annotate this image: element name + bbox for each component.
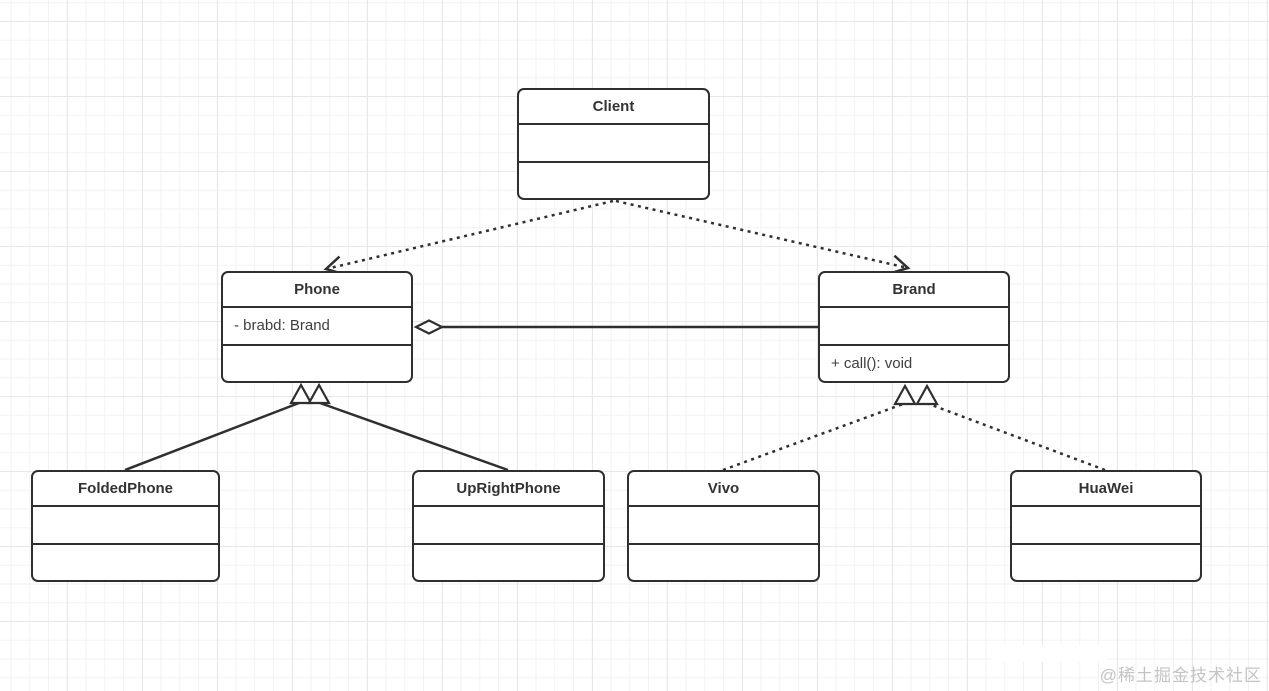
edge-vivo-brand-realization bbox=[722, 402, 904, 472]
class-brand-methods: + call(): void bbox=[820, 343, 1008, 382]
class-huawei-attributes bbox=[1012, 505, 1200, 543]
class-huawei-methods bbox=[1012, 542, 1200, 581]
class-phone: Phone - brabd: Brand bbox=[221, 271, 413, 383]
class-uprightphone-methods bbox=[414, 542, 603, 581]
class-client-attributes bbox=[519, 123, 708, 161]
class-client-methods bbox=[519, 160, 708, 199]
generalization-triangle-foldedphone bbox=[289, 382, 313, 405]
class-phone-name: Phone bbox=[294, 281, 340, 298]
class-brand: Brand + call(): void bbox=[818, 271, 1010, 383]
class-uprightphone-name: UpRightPhone bbox=[456, 480, 561, 497]
class-foldedphone-attributes bbox=[33, 505, 218, 543]
class-foldedphone-methods bbox=[33, 542, 218, 581]
realization-triangle-huawei bbox=[915, 383, 939, 406]
class-client-name: Client bbox=[592, 98, 635, 115]
class-client: Client bbox=[517, 88, 710, 200]
class-foldedphone: FoldedPhone bbox=[31, 470, 220, 582]
class-uprightphone-attributes bbox=[414, 505, 603, 543]
edge-uprightphone-phone-generalization bbox=[319, 401, 509, 472]
class-huawei: HuaWei bbox=[1010, 470, 1202, 582]
edge-huawei-brand-realization bbox=[928, 402, 1106, 472]
erased-patch bbox=[992, 645, 1106, 662]
class-foldedphone-name: FoldedPhone bbox=[78, 480, 173, 497]
class-uprightphone: UpRightPhone bbox=[412, 470, 605, 582]
class-brand-name: Brand bbox=[892, 281, 936, 298]
class-vivo-attributes bbox=[629, 505, 818, 543]
class-vivo: Vivo bbox=[627, 470, 820, 582]
generalization-triangle-uprightphone bbox=[307, 382, 331, 405]
class-phone-methods bbox=[223, 343, 411, 382]
class-vivo-name: Vivo bbox=[707, 480, 740, 497]
class-vivo-methods bbox=[629, 542, 818, 581]
edge-client-phone-dependency bbox=[323, 199, 614, 276]
class-phone-attributes: - brabd: Brand bbox=[223, 306, 411, 344]
edge-foldedphone-phone-generalization bbox=[124, 401, 300, 472]
aggregation-diamond bbox=[413, 319, 445, 335]
watermark: @稀土掘金技术社区 bbox=[1099, 666, 1262, 685]
class-huawei-name: HuaWei bbox=[1078, 480, 1134, 497]
edge-client-brand-dependency bbox=[615, 199, 911, 275]
realization-triangle-vivo bbox=[893, 383, 917, 406]
class-brand-attributes bbox=[820, 306, 1008, 344]
